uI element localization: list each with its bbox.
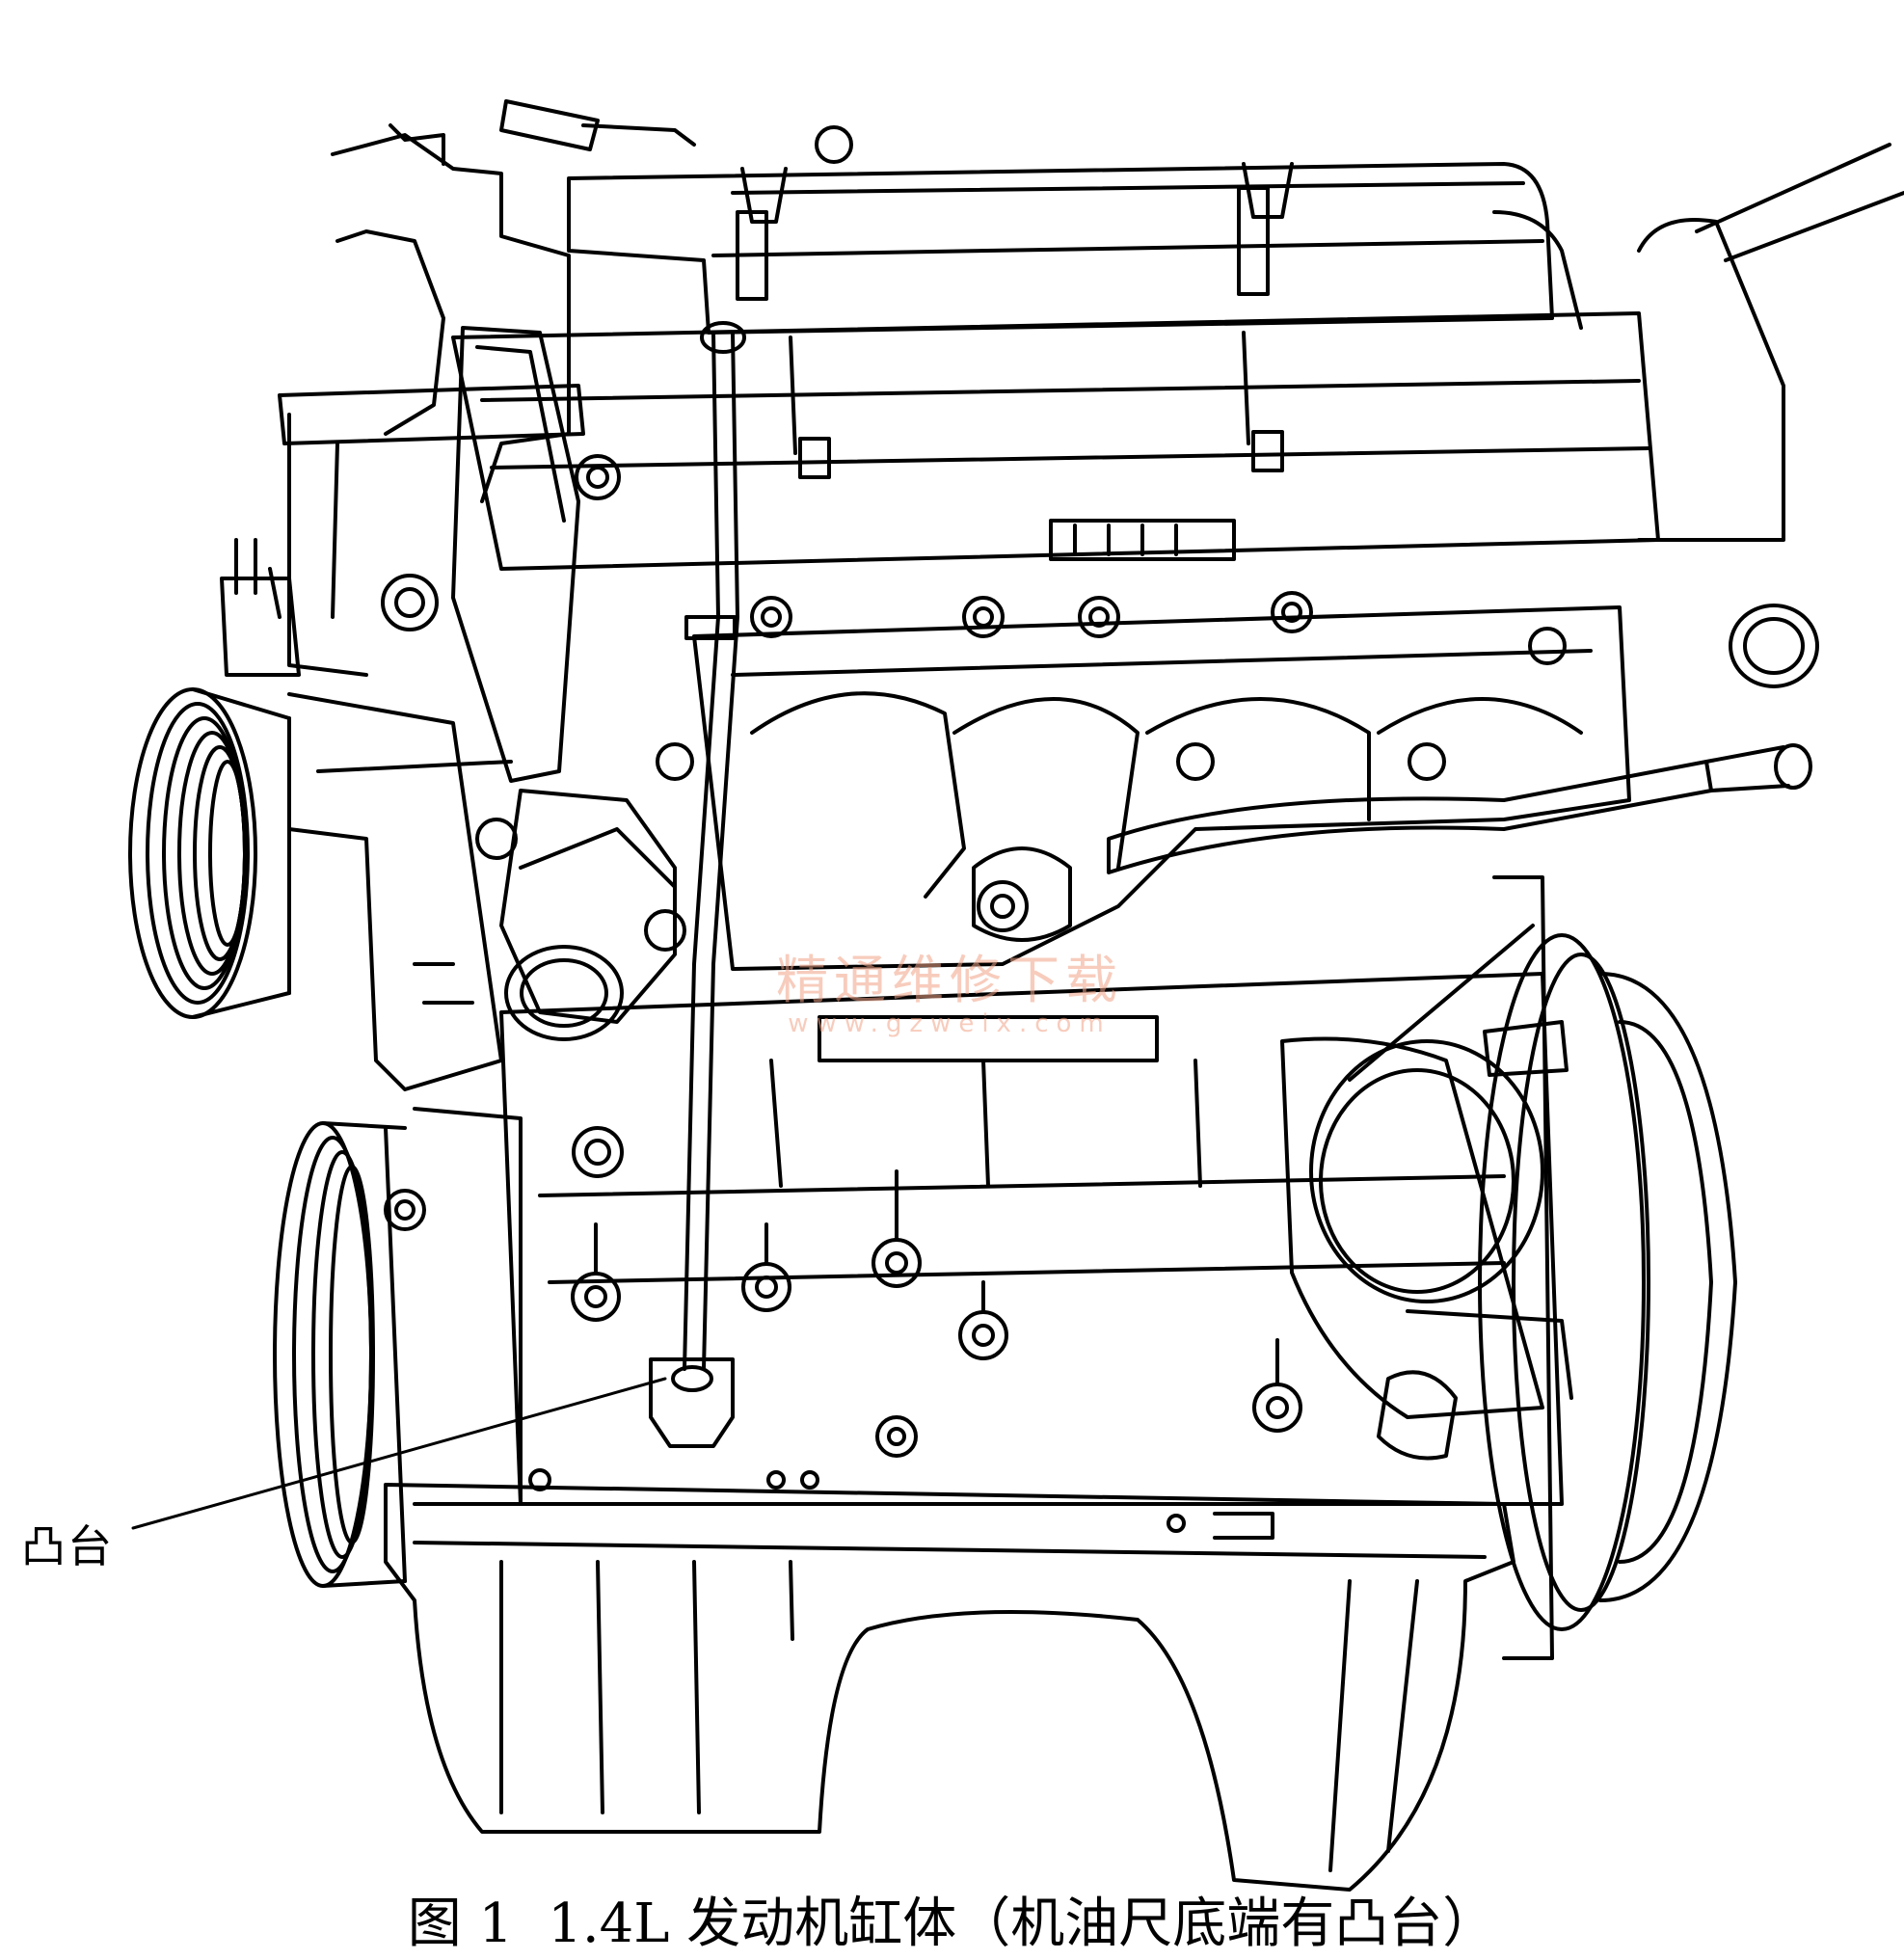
timing-cover [220, 123, 621, 783]
coolant-pipe [1107, 143, 1904, 874]
figure-number: 图 1 [407, 1893, 514, 1955]
cylinder-block [384, 972, 1564, 1533]
oil-dipstick [649, 321, 746, 1448]
callout-leader-line [131, 1377, 667, 1530]
figure-caption: 图 1 1.4L 发动机缸体（机油尺底端有凸台） [0, 1880, 1904, 1958]
oil-pan [384, 1483, 1515, 1892]
cylinder-head [451, 311, 1660, 571]
crankshaft-pulley [273, 1107, 523, 1588]
upper-pulley [128, 687, 291, 1019]
valve-cover [499, 99, 1583, 335]
flywheel [1348, 875, 1737, 1660]
callout-label-boss: 凸台 [21, 1520, 114, 1572]
oil-filter [1280, 1036, 1573, 1419]
figure-caption-text: 1.4L 发动机缸体（机油尺底端有凸台） [548, 1893, 1497, 1955]
intake-manifold [656, 591, 1631, 1062]
water-pump-housing [287, 692, 686, 1091]
